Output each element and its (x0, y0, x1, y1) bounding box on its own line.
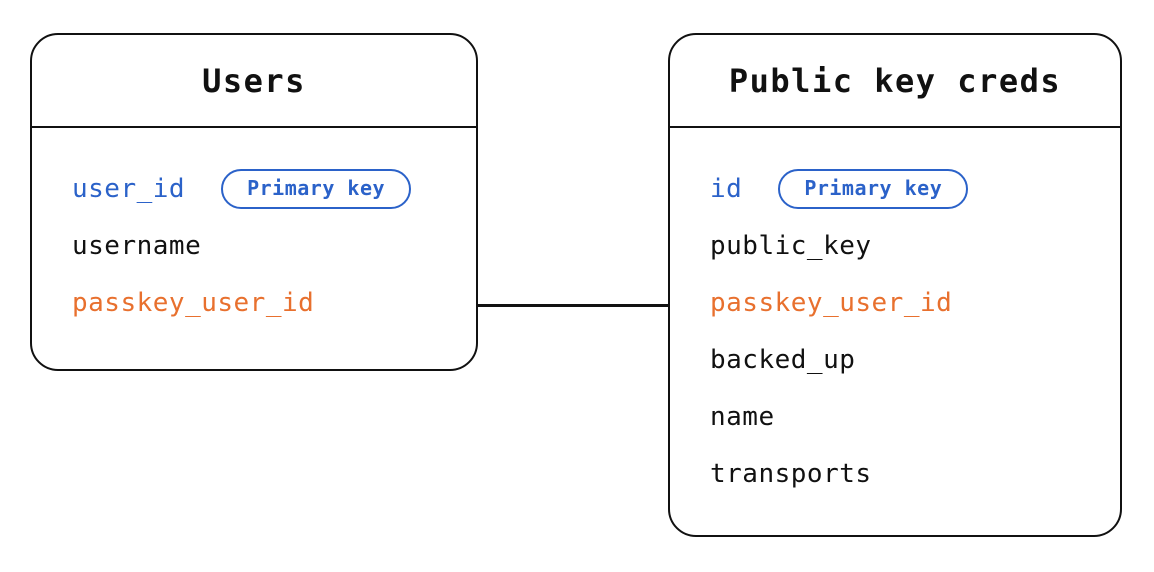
field-row-public-key: public_key (670, 217, 1120, 274)
field-row-passkey-user-id: passkey_user_id (32, 274, 476, 331)
field-name-public-key: public_key (710, 230, 872, 261)
field-row-backed-up: backed_up (670, 331, 1120, 388)
primary-key-badge: Primary key (778, 168, 969, 209)
relationship-line (478, 304, 670, 307)
field-name-passkey-user-id: passkey_user_id (710, 287, 953, 318)
public-key-creds-table-title: Public key creds (670, 35, 1120, 128)
field-name-id: id (710, 173, 743, 204)
field-row-transports: transports (670, 445, 1120, 502)
field-name-backed-up: backed_up (710, 344, 856, 375)
users-table-fields: user_id Primary key username passkey_use… (32, 128, 476, 331)
public-key-creds-table: Public key creds id Primary key public_k… (668, 33, 1122, 537)
field-name-user-id: user_id (72, 173, 186, 204)
users-table-title: Users (32, 35, 476, 128)
field-row-name: name (670, 388, 1120, 445)
field-row-passkey-user-id: passkey_user_id (670, 274, 1120, 331)
users-table: Users user_id Primary key username passk… (30, 33, 478, 371)
field-name-username: username (72, 230, 202, 261)
public-key-creds-table-fields: id Primary key public_key passkey_user_i… (670, 128, 1120, 502)
field-row-user-id: user_id Primary key (32, 160, 476, 217)
field-row-id: id Primary key (670, 160, 1120, 217)
field-row-username: username (32, 217, 476, 274)
field-name-transports: transports (710, 458, 872, 489)
field-name-name: name (710, 401, 775, 432)
field-name-passkey-user-id: passkey_user_id (72, 287, 315, 318)
primary-key-badge: Primary key (221, 168, 412, 209)
